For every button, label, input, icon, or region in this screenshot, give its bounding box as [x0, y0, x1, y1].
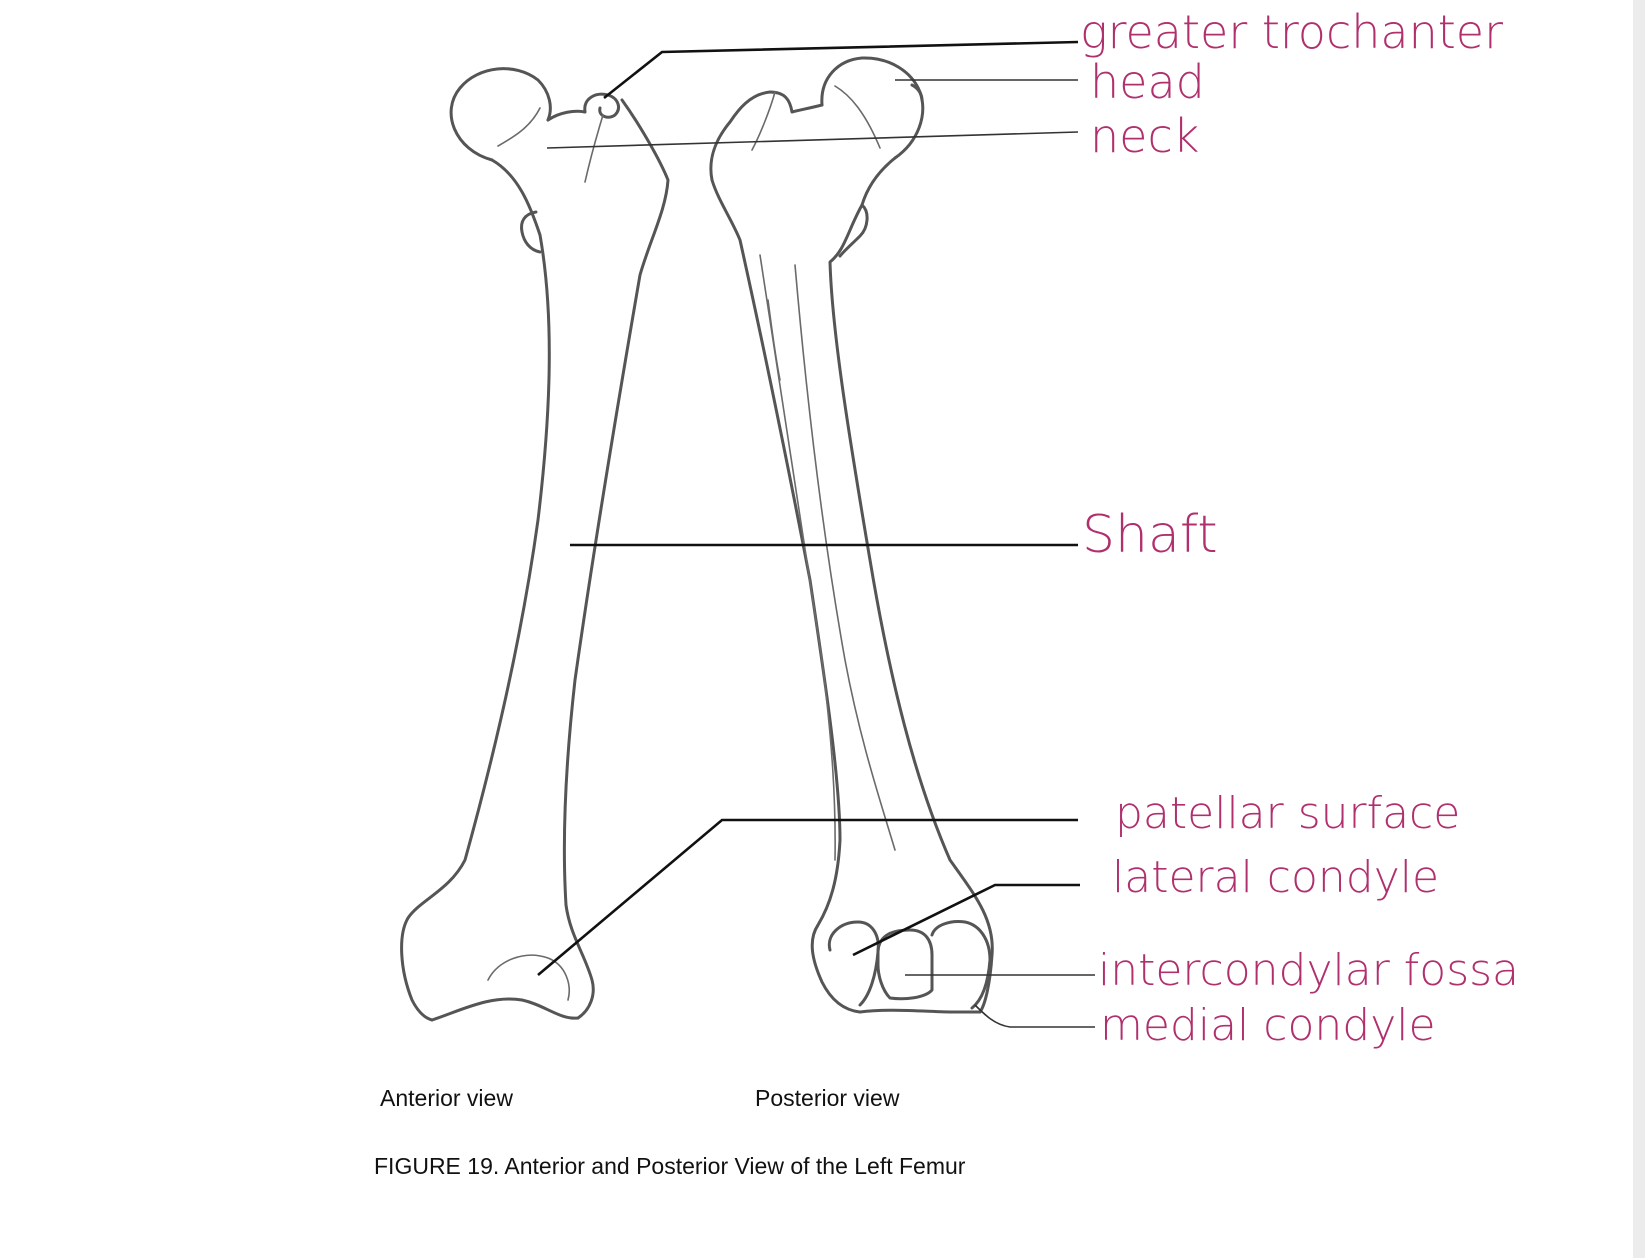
posterior-intercondylar-fossa [876, 928, 934, 1001]
posterior-distal-base [858, 1008, 982, 1014]
anterior-head-outline [449, 67, 552, 162]
leader-lateral-condyle [852, 883, 1080, 957]
anterior-patellar-outline [487, 954, 570, 1001]
label-neck: neck [1090, 109, 1199, 163]
figure-caption: FIGURE 19. Anterior and Posterior View o… [374, 1153, 966, 1179]
anterior-femur [400, 67, 670, 1022]
anterior-head-line [497, 107, 541, 147]
posterior-trochanter-inner [751, 91, 776, 151]
leader-medial-condyle [974, 1004, 1095, 1028]
posterior-lesser-trochanter [838, 203, 869, 258]
label-shaft: Shaft [1082, 505, 1218, 565]
anterior-greater-trochanter [583, 92, 620, 119]
posterior-head-edge [910, 83, 924, 102]
anterior-neck-top [546, 109, 587, 122]
posterior-linea-aspera-2 [794, 264, 896, 851]
label-patellar-surface: patellar surface [1115, 788, 1460, 839]
page-edge-scrollbar [1633, 0, 1645, 1258]
anterior-lesser-trochanter [520, 210, 542, 254]
leader-neck [546, 131, 1079, 149]
posterior-femur [709, 56, 994, 1014]
posterior-head-outline [820, 56, 925, 160]
leader-lines [537, 40, 1095, 1028]
posterior-medial-outline [828, 156, 994, 1014]
leader-patellar-surface [537, 818, 1078, 976]
leader-greater-trochanter [603, 40, 1079, 100]
anterior-lateral-outline [562, 98, 670, 1020]
label-medial-condyle: medial condyle [1100, 1000, 1436, 1051]
posterior-lateral-condyle [827, 920, 880, 1007]
label-lateral-condyle: lateral condyle [1112, 852, 1439, 903]
anterior-trochanter-line [584, 114, 604, 183]
anterior-medial-outline [400, 158, 551, 1022]
anterior-distal-base [430, 997, 580, 1022]
label-greater-trochanter: greater trochanter [1080, 5, 1503, 59]
anterior-view-label: Anterior view [380, 1085, 513, 1111]
annotations: greater trochanter head neck Shaft patel… [1080, 5, 1519, 1051]
label-intercondylar-fossa: intercondylar fossa [1098, 945, 1519, 996]
posterior-lateral-outline [710, 178, 862, 1014]
posterior-medial-condyle [930, 920, 992, 1010]
label-head: head [1090, 55, 1205, 109]
posterior-view-label: Posterior view [755, 1085, 900, 1111]
posterior-linea-aspera-1 [759, 254, 836, 861]
posterior-linea-aspera-3 [767, 299, 781, 381]
posterior-greater-trochanter [709, 90, 824, 182]
